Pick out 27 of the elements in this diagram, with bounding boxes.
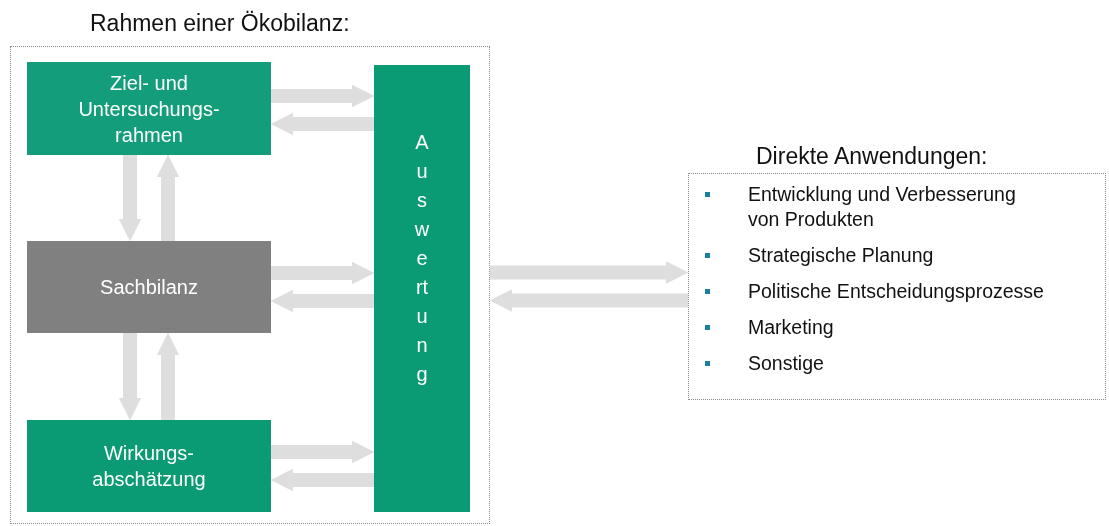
list-heading: Direkte Anwendungen:	[756, 143, 988, 170]
process-box	[27, 420, 271, 512]
block-arrow	[270, 468, 374, 492]
box-label: Ziel- und Untersuchungs- rahmen	[77, 70, 221, 148]
block-arrow	[270, 289, 374, 313]
block-arrow	[118, 155, 142, 242]
list-item: Entwicklung und Verbesserung von Produkten	[748, 182, 1017, 232]
block-arrow	[270, 112, 374, 136]
list-item: Sonstige	[748, 351, 825, 376]
process-column	[374, 65, 470, 512]
list-item: Strategische Planung	[748, 243, 935, 268]
list-item: Politische Entscheidungsprozesse	[748, 279, 1045, 304]
block-arrow	[118, 333, 142, 421]
box-label: Sachbilanz	[99, 275, 199, 300]
column-label: Auswertung	[414, 130, 430, 387]
process-box	[27, 62, 271, 155]
block-arrow	[490, 261, 689, 284]
block-arrow	[271, 261, 375, 285]
block-arrow	[271, 84, 375, 108]
block-arrow	[156, 154, 180, 241]
block-arrow	[489, 289, 688, 312]
list-item: Marketing	[748, 315, 835, 340]
process-box	[27, 241, 271, 333]
block-arrow	[271, 440, 375, 464]
frame-heading: Rahmen einer Ökobilanz:	[90, 10, 350, 37]
box-label: Wirkungs- abschätzung	[91, 441, 207, 492]
list-box	[688, 173, 1106, 400]
